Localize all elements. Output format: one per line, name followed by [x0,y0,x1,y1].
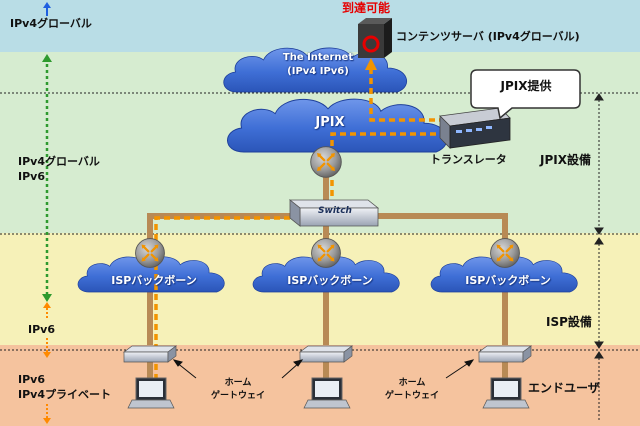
band-ipv4-global [0,0,640,52]
jpix-provide-callout [470,69,581,120]
translator-label: トランスレータ [430,153,507,166]
isp-router-2-icon [310,237,342,269]
home-gateway-icons [122,345,533,363]
zone-label-private-line2: IPv4プライベート [18,388,111,401]
home-gateway-1-line1: ホーム [224,378,252,388]
home-gateway-1-line2: ゲートウェイ [210,391,266,401]
switch-icon [288,199,380,227]
jpix-cloud-label: JPIX [315,115,345,130]
isp-backbone-label-2: ISPバックボーン [287,274,373,287]
switch-label: Switch [318,206,352,216]
content-server-label: コンテンツサーバ (IPv4グローバル) [396,30,580,43]
isp-router-1-icon [134,237,166,269]
zone-arrows-left [42,2,52,424]
isp-backbone-label-3: ISPバックボーン [465,274,551,287]
scope-end-user: エンドユーザ [528,381,600,395]
data-path [154,68,466,378]
gateway-pointer-arrows [172,359,475,379]
internet-label-line2: (IPv4 IPv6) [287,66,349,77]
scope-isp-equipment: ISP設備 [546,315,592,329]
home-gateway-2-line1: ホーム [398,378,426,388]
jpix-provide-label: JPIX提供 [500,79,552,93]
reachable-label: 到達可能 [342,1,391,15]
zone-label-dual-line2: IPv6 [18,170,45,183]
laptop-icons [127,377,530,409]
scope-jpix-equipment: JPIX設備 [540,153,591,167]
zone-label-ipv4-global: IPv4グローバル [10,17,92,30]
zone-label-ipv6: IPv6 [28,323,55,336]
translator-icon [439,107,511,149]
isp-backbone-label-1: ISPバックボーン [111,274,197,287]
zone-label-dual-line1: IPv4グローバル [18,155,100,168]
internet-label-line1: The Internet [282,52,354,63]
isp-router-3-icon [489,237,521,269]
home-gateway-2-line2: ゲートウェイ [384,391,440,401]
zone-label-private-line1: IPv6 [18,373,45,386]
scope-brackets-right [594,93,604,420]
jpix-router-icon [309,145,343,179]
data-path-arrowhead [365,58,377,70]
content-server-icon [358,18,392,58]
